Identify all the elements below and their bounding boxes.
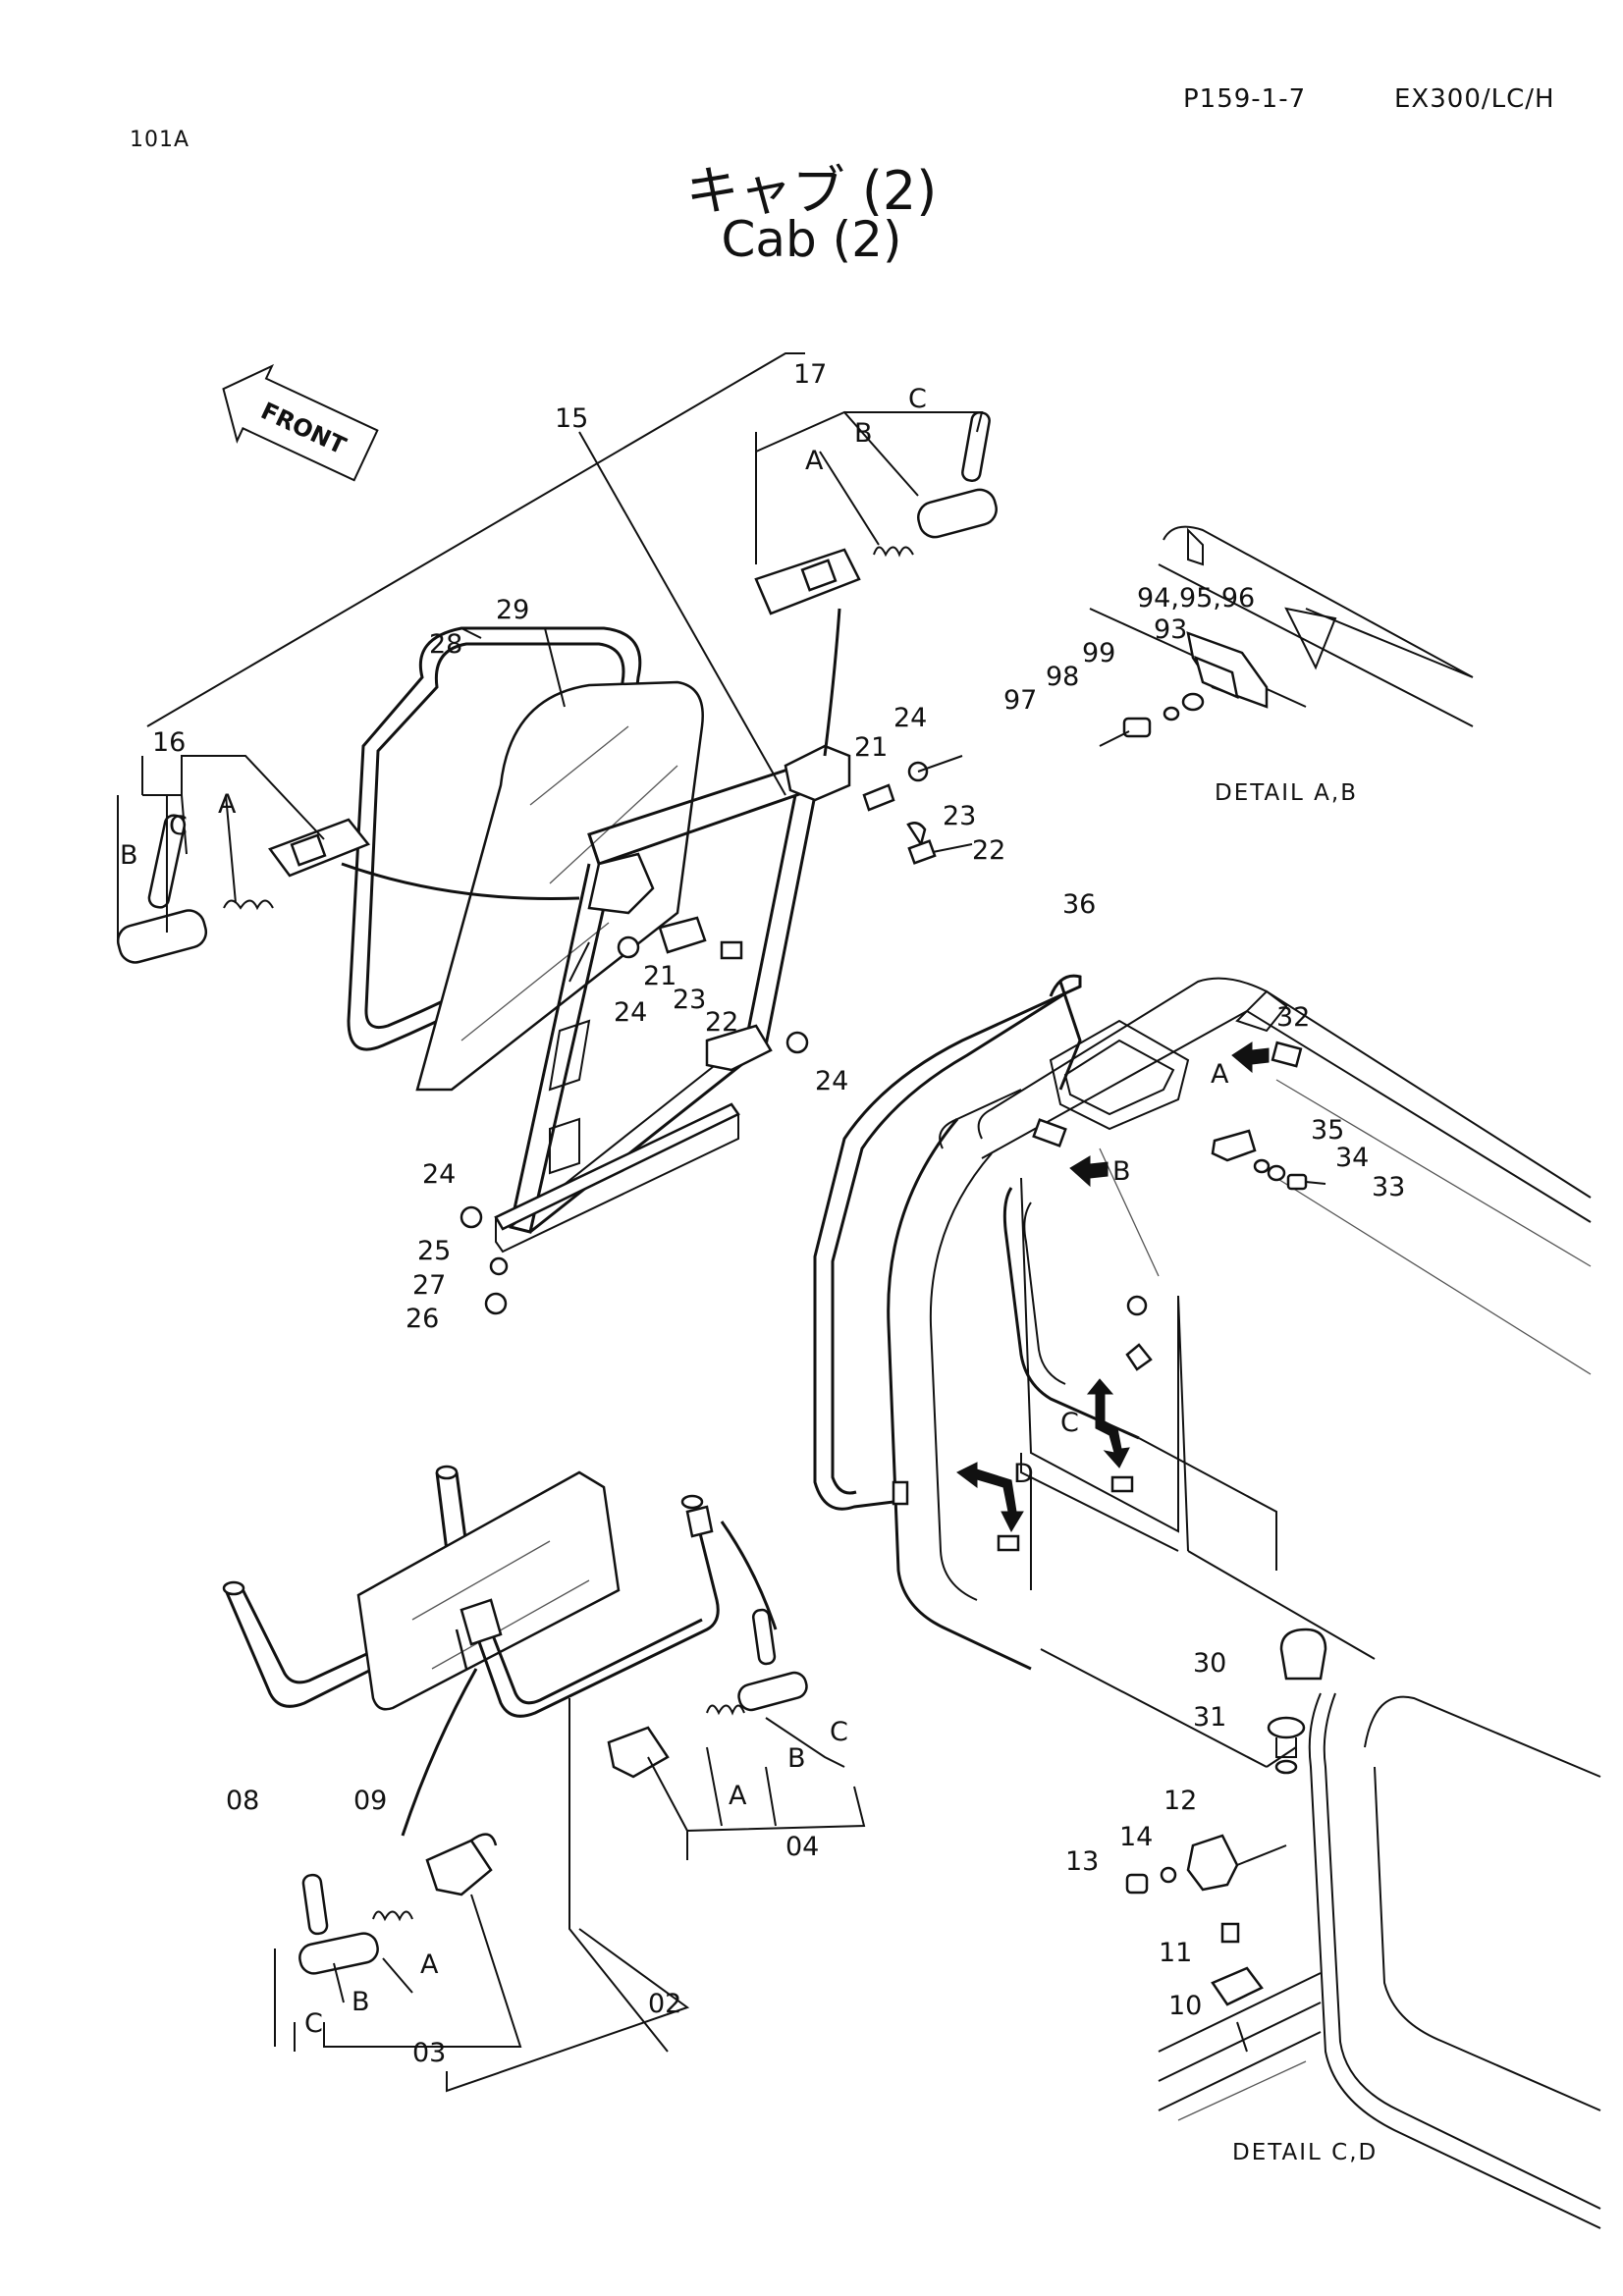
callout-21-lower: 21 [643,961,676,991]
callout-15: 15 [555,403,588,434]
callout-04: 04 [785,1832,819,1862]
sublabel-03-c: C [304,2008,323,2039]
callout-17: 17 [793,359,827,390]
sublabel-16-c: C [169,811,188,841]
callout-24-upper: 24 [893,703,927,733]
callout-13: 13 [1065,1846,1099,1877]
latch-assembly-03 [298,1833,498,1975]
arrow-label-a: A [1211,1059,1229,1090]
tube-08 [224,1584,394,1708]
callout-22-upper: 22 [972,835,1005,866]
detail-ab-frame [1089,525,1474,727]
callout-03: 03 [412,2038,446,2068]
model-number: EX300/LC/H [1394,84,1555,114]
callout-24-right: 24 [815,1066,848,1096]
callout-22-lower: 22 [705,1007,738,1038]
callout-09: 09 [353,1786,387,1816]
callout-36: 36 [1062,889,1096,920]
arrow-a-icon [1231,1041,1270,1074]
callout-08: 08 [226,1786,259,1816]
callout-93: 93 [1154,614,1187,645]
arrow-d-icon [956,1462,1024,1533]
sublabel-04-c: C [830,1717,848,1747]
sublabel-16-a: A [218,789,237,820]
weatherstrip-36 [813,974,1082,1511]
callout-12: 12 [1163,1786,1197,1816]
callout-23-lower: 23 [673,985,706,1015]
rod-assembly-02 [469,1521,720,1718]
page-code: 101A [130,128,190,152]
arrow-c-icon [1086,1378,1130,1468]
callout-30: 30 [1193,1648,1226,1679]
sublabel-16-b: B [120,840,138,871]
callout-97: 97 [1003,685,1037,716]
callout-31: 31 [1193,1702,1226,1733]
callout-99: 99 [1082,638,1115,668]
arrow-b-icon [1069,1155,1109,1188]
detail-ab-label: DETAIL A,B [1215,780,1358,806]
callout-14: 14 [1119,1822,1153,1852]
callout-32: 32 [1276,1002,1310,1033]
callout-33: 33 [1372,1172,1405,1202]
title-japanese: キャブ (2) [685,160,938,222]
arrow-label-c: C [1060,1408,1079,1438]
callout-10: 10 [1168,1991,1202,2021]
window-glass-29 [415,680,704,1092]
callout-35: 35 [1311,1115,1344,1146]
front-arrow-icon: FRONT [222,363,379,482]
callout-34: 34 [1335,1143,1369,1173]
callout-98: 98 [1046,662,1079,692]
callout-23-upper: 23 [943,801,976,831]
callout-21-upper: 21 [854,732,888,763]
arrow-label-b: B [1112,1156,1131,1187]
sublabel-04-b: B [787,1743,806,1774]
cab-body [887,977,1592,1671]
knob-30 [1279,1628,1327,1681]
sublabel-03-b: B [352,1987,370,2017]
sublabel-03-a: A [420,1949,439,1980]
callout-94-95-96: 94,95,96 [1137,583,1255,614]
callout-25: 25 [417,1236,451,1266]
callout-11: 11 [1159,1938,1192,1968]
callout-16: 16 [152,727,186,758]
arrow-label-d: D [1013,1459,1034,1489]
callout-27: 27 [412,1270,446,1301]
sublabel-17-c: C [908,384,927,414]
front-label: FRONT [257,397,352,459]
title-english: Cab (2) [721,211,902,268]
callout-28: 28 [429,629,462,660]
callout-24-mid: 24 [614,997,647,1028]
sublabel-17-a: A [805,446,824,476]
latch-assembly-04 [607,1608,808,1779]
latch-assembly-17 [754,410,998,757]
callout-26: 26 [406,1304,439,1334]
detail-cd-label: DETAIL C,D [1232,2140,1378,2165]
callout-02: 02 [648,1989,681,2019]
callout-29: 29 [496,595,529,625]
sublabel-17-b: B [854,418,873,449]
sublabel-04-a: A [729,1781,747,1811]
panel-09 [356,1470,621,1711]
reference-number: P159-1-7 [1183,84,1307,114]
callout-24-left: 24 [422,1159,456,1190]
